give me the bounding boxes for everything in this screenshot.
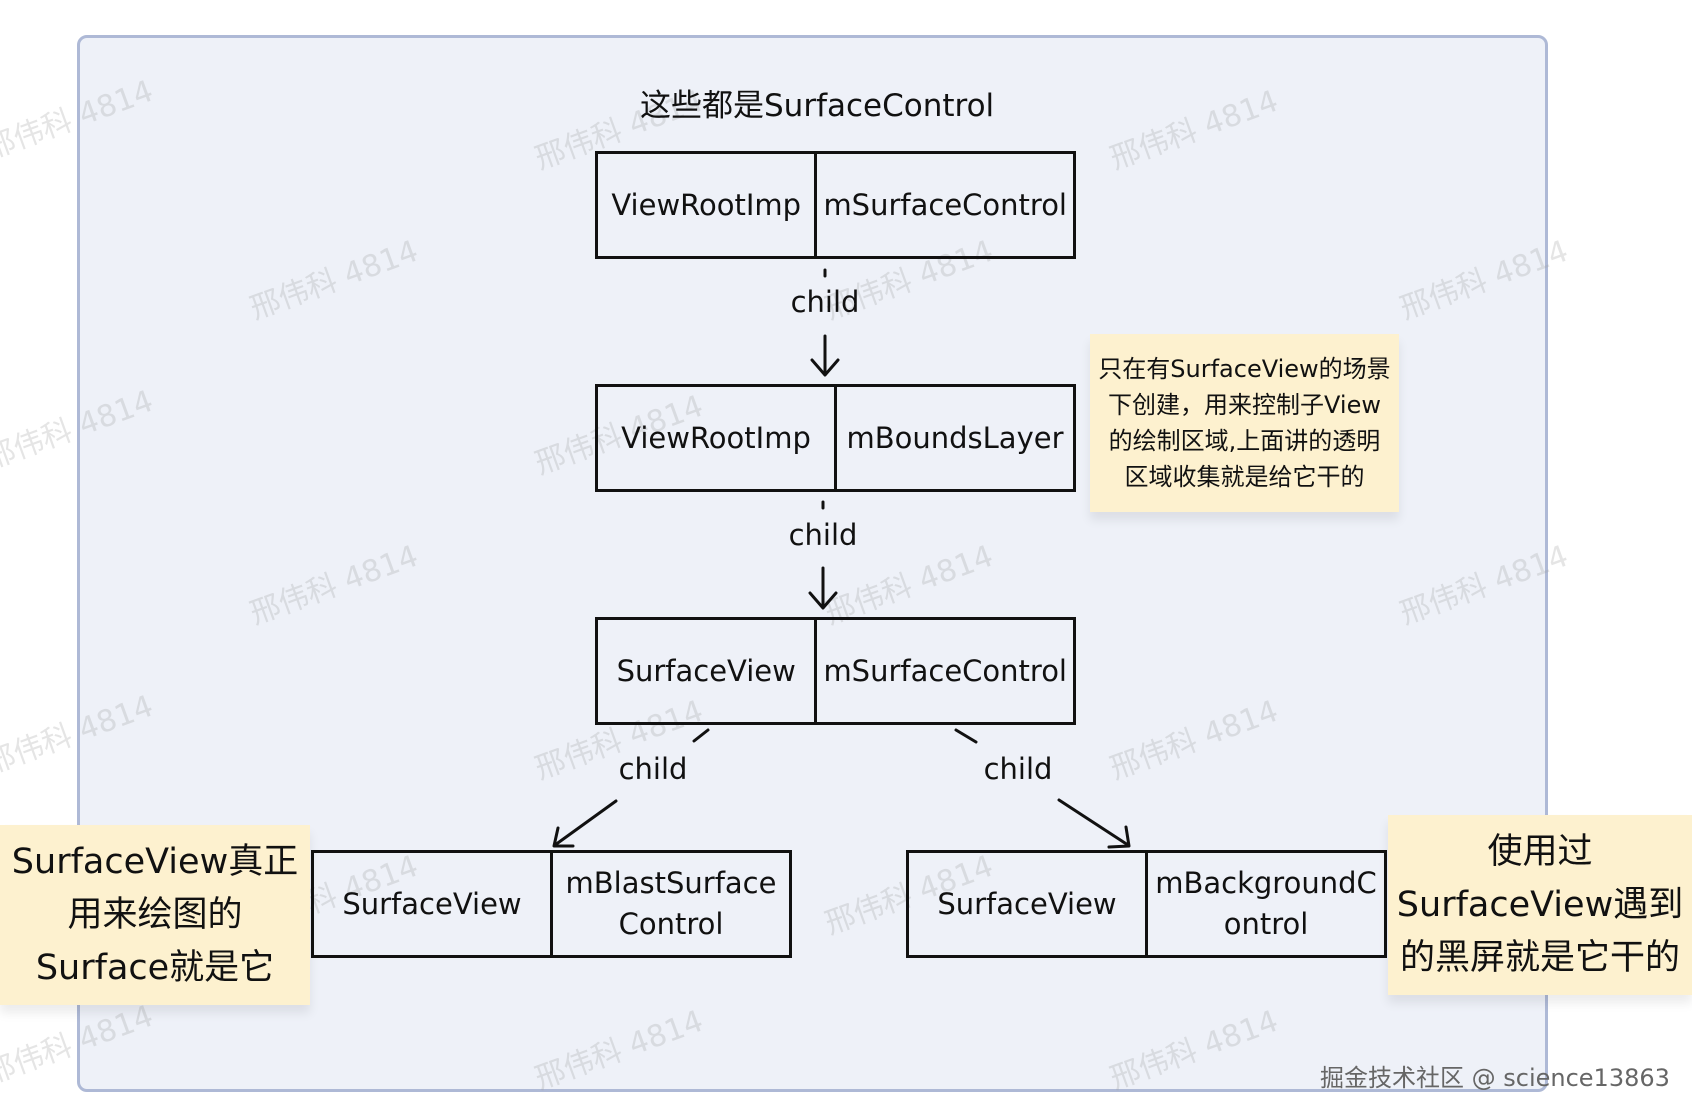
edge-label-child: child bbox=[983, 752, 1053, 786]
node-left-cell: SurfaceView bbox=[909, 853, 1148, 955]
edge-label-child: child bbox=[790, 285, 860, 319]
note-blast-surface: SurfaceView真正用来绘图的Surface就是它 bbox=[0, 825, 310, 1005]
arrowhead bbox=[808, 591, 838, 610]
note-background-control: 使用过SurfaceView遇到的黑屏就是它干的 bbox=[1388, 815, 1692, 995]
arrowhead bbox=[1107, 825, 1131, 849]
credit-text: 掘金技术社区 @ science13863 bbox=[1320, 1064, 1670, 1092]
node-left-cell: SurfaceView bbox=[598, 620, 818, 722]
node-left-cell: ViewRootImp bbox=[598, 387, 837, 489]
arrowhead bbox=[810, 358, 840, 377]
node-surfaceview-mbackgroundcontrol: SurfaceView mBackgroundControl bbox=[906, 850, 1387, 958]
edge-label-child: child bbox=[788, 518, 858, 552]
diagram-frame bbox=[77, 35, 1548, 1092]
edge-line bbox=[553, 799, 618, 847]
node-right-cell: mSurfaceControl bbox=[823, 187, 1067, 222]
node-left-cell: ViewRootImp bbox=[598, 154, 818, 256]
node-right-cell: mBackgroundControl bbox=[1155, 866, 1377, 941]
node-viewrootimp-mboundslayer: ViewRootImp mBoundsLayer bbox=[595, 384, 1076, 492]
node-right-cell: mBoundsLayer bbox=[846, 420, 1064, 455]
node-surfaceview-msurfacecontrol: SurfaceView mSurfaceControl bbox=[595, 617, 1076, 725]
edge-line bbox=[692, 728, 710, 743]
node-surfaceview-mblastsurfacecontrol: SurfaceView mBlastSurfaceControl bbox=[311, 850, 792, 958]
edge-line bbox=[954, 728, 978, 744]
arrowhead bbox=[552, 826, 575, 848]
edge-label-child: child bbox=[618, 752, 688, 786]
node-viewrootimp-msurfacecontrol: ViewRootImp mSurfaceControl bbox=[595, 151, 1076, 259]
edge-line bbox=[1057, 798, 1130, 847]
node-right-cell: mSurfaceControl bbox=[823, 653, 1067, 688]
node-left-cell: SurfaceView bbox=[314, 853, 553, 955]
diagram-title: 这些都是SurfaceControl bbox=[640, 88, 995, 124]
note-bounds-layer: 只在有SurfaceView的场景下创建，用来控制子View的绘制区域,上面讲的… bbox=[1090, 334, 1399, 512]
node-right-cell: mBlastSurfaceControl bbox=[565, 866, 777, 941]
